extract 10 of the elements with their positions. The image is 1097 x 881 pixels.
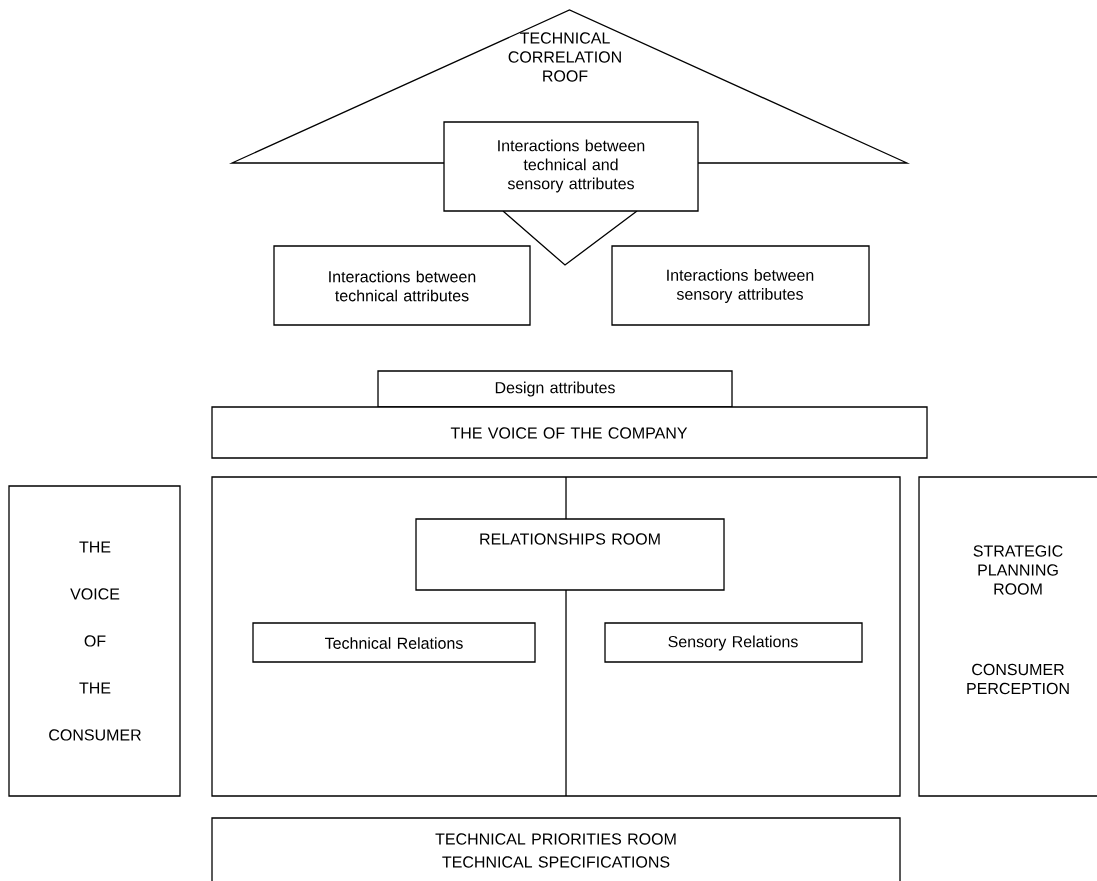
process-box: Technical Relations xyxy=(252,622,536,663)
process-box: Design attributes xyxy=(377,370,733,408)
side-box: THE VOICE OF THE CONSUMER xyxy=(8,485,181,797)
process-box: Interactions between sensory attributes xyxy=(611,245,870,326)
process-box: Sensory Relations xyxy=(604,622,863,663)
process-box: Interactions between technical and sensory attributes xyxy=(443,121,699,212)
process-box: RELATIONSHIPS ROOM xyxy=(415,518,725,591)
process-box: Interactions between technical attributes xyxy=(273,245,531,326)
process-box: TECHNICAL PRIORITIES ROOM TECHNICAL SPECIFICATIONS xyxy=(211,817,901,881)
side-box: STRATEGIC PLANNING ROOM CONSUMER PERCEPTION xyxy=(918,476,1097,797)
